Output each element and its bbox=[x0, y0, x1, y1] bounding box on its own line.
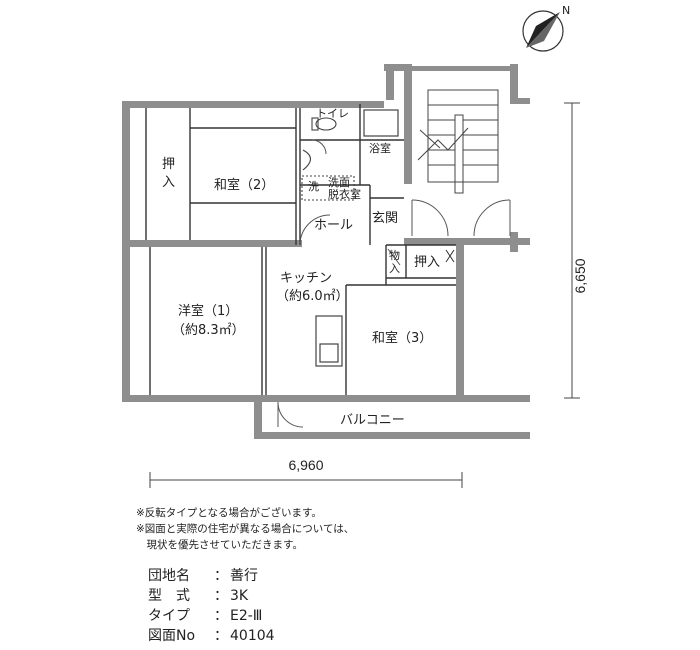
info-label: タイプ bbox=[148, 608, 190, 624]
partitions bbox=[145, 104, 456, 395]
monoire-label-b: 入 bbox=[389, 262, 400, 275]
toilet-icon bbox=[311, 117, 337, 131]
oshiire-2-label: 押入 bbox=[414, 255, 440, 270]
info-value: 善行 bbox=[230, 568, 258, 584]
info-row: タイプ：E2-Ⅲ bbox=[148, 608, 263, 624]
info-row: 型 式：3K bbox=[148, 588, 249, 604]
kitchen-counter bbox=[315, 315, 343, 367]
compass-icon bbox=[522, 10, 564, 52]
height-dimension: 6,650 bbox=[572, 258, 588, 293]
bath-label: 浴室 bbox=[369, 141, 391, 155]
note-line: 現状を優先させていただきます。 bbox=[136, 539, 303, 551]
info-value: 40104 bbox=[230, 628, 275, 644]
info-row: 団地名：善行 bbox=[148, 568, 258, 584]
yoshitsu-label: 洋室（1） bbox=[178, 303, 238, 319]
width-dimension: 6,960 bbox=[288, 457, 323, 473]
info-label: 図面No bbox=[148, 628, 196, 644]
walls bbox=[122, 64, 530, 439]
sen-label: 洗 bbox=[308, 180, 319, 193]
door-swings bbox=[277, 139, 511, 428]
info-block: 団地名：善行 型 式：3K タイプ：E2-Ⅲ 図面No：40104 bbox=[148, 566, 275, 646]
info-row: 図面No：40104 bbox=[148, 628, 275, 644]
oshiire-label-1b: 入 bbox=[162, 175, 175, 190]
notes: ※反転タイプとなる場合がございます。 ※図面と実際の住宅が異なる場合については、… bbox=[136, 505, 556, 553]
balcony-label: バルコニー bbox=[340, 413, 405, 428]
compass-north-label: N bbox=[562, 4, 570, 17]
note-line: ※反転タイプとなる場合がございます。 bbox=[136, 507, 322, 519]
monoire-label-a: 物 bbox=[389, 248, 400, 262]
yoshitsu-area-label: （約8.3㎡） bbox=[172, 323, 245, 338]
info-value: E2-Ⅲ bbox=[230, 608, 263, 624]
info-value: 3K bbox=[230, 588, 249, 604]
kitchen-label: キッチン bbox=[280, 271, 332, 286]
bathtub-icon bbox=[363, 109, 399, 137]
info-label: 団地名 bbox=[148, 568, 190, 584]
washitsu-3-label: 和室（3） bbox=[372, 330, 432, 346]
info-label: 型 式 bbox=[148, 588, 190, 604]
hall-label: ホール bbox=[314, 218, 353, 233]
toilet-label: トイレ bbox=[316, 107, 349, 120]
senmen-label-2: 脱衣室 bbox=[328, 187, 361, 201]
dimension-lines bbox=[149, 102, 580, 488]
note-line: ※図面と実際の住宅が異なる場合については、 bbox=[136, 523, 355, 535]
oshiire-label-1a: 押 bbox=[162, 157, 175, 172]
senmen-label-1: 洗面 bbox=[328, 176, 350, 189]
basin-icon bbox=[301, 149, 355, 201]
kitchen-area-label: （約6.0㎡） bbox=[276, 289, 349, 304]
genkan-label: 玄関 bbox=[372, 211, 398, 226]
washitsu-2-label: 和室（2） bbox=[214, 177, 274, 193]
stairwell bbox=[417, 89, 499, 194]
